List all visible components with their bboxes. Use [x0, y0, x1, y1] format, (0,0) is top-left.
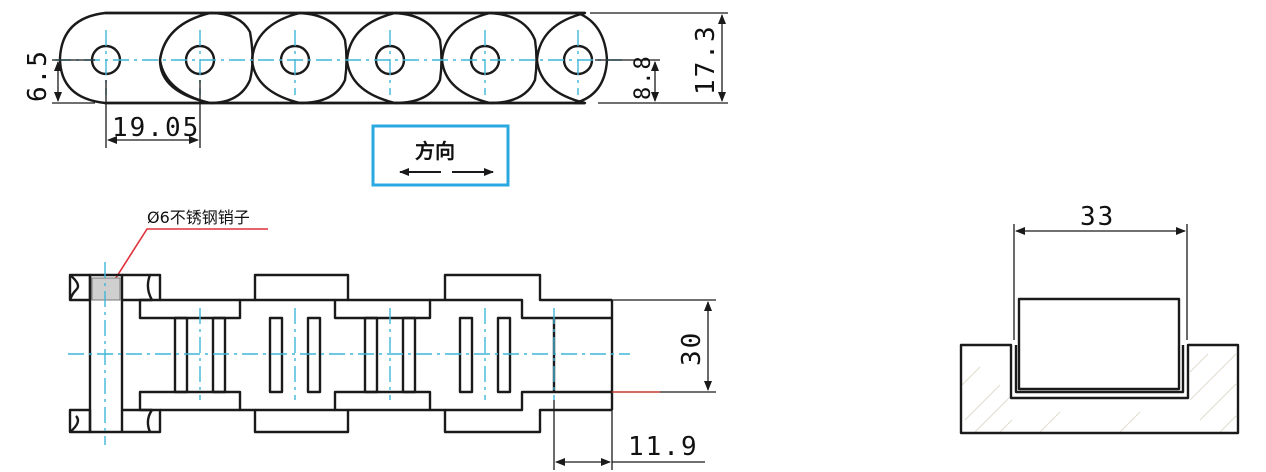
chain-link: [210, 11, 302, 105]
chain-link: [489, 11, 538, 105]
chain-link: [394, 11, 443, 105]
chain-link: [300, 11, 397, 105]
chain-link: [58, 11, 212, 105]
svg-text:Ø6不锈钢销子: Ø6不锈钢销子: [147, 208, 250, 227]
dim-pitch: 19.05: [105, 80, 201, 148]
top-view: 30 11.9: [68, 262, 716, 470]
svg-text:6.5: 6.5: [23, 49, 53, 102]
bushings: [173, 316, 556, 394]
cross-section: 33: [959, 202, 1240, 435]
svg-text:30: 30: [677, 331, 707, 366]
dim-profile-width: 33: [1013, 202, 1188, 340]
dim-pin-height: 6.5: [23, 49, 95, 104]
dim-chain-width: 30: [612, 299, 716, 393]
chain-link: [299, 11, 348, 105]
direction-indicator: 方向: [371, 124, 510, 187]
hatch-pattern: [961, 353, 1237, 433]
pin-note: Ø6不锈钢销子: [111, 208, 268, 285]
chain-link: [158, 11, 254, 105]
dim-link-height: 17.3: [590, 12, 728, 104]
chain-link: [395, 11, 492, 105]
pin-holes: [90, 44, 594, 76]
dim-pin-offset: 8.8: [595, 54, 660, 104]
chain-link: [490, 11, 587, 105]
svg-text:17.3: 17.3: [691, 24, 721, 95]
svg-text:11.9: 11.9: [628, 432, 699, 462]
dim-end-offset: 11.9: [553, 400, 705, 470]
svg-text:19.05: 19.05: [112, 113, 200, 143]
svg-text:8.8: 8.8: [631, 54, 656, 100]
svg-text:方向: 方向: [415, 139, 455, 163]
svg-text:33: 33: [1080, 202, 1115, 232]
side-view: 6.5 19.05 8.8 17.3: [23, 11, 728, 148]
